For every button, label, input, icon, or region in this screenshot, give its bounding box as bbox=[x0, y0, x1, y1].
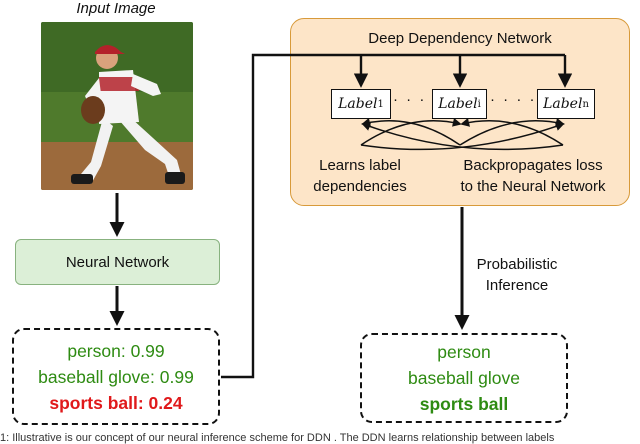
prediction-sports-ball: sports ball: 0.24 bbox=[49, 392, 183, 413]
input-photo bbox=[41, 22, 193, 190]
output-box: person baseball glove sports ball bbox=[360, 333, 568, 423]
output-sports-ball: sports ball bbox=[419, 394, 509, 414]
learns-line-1: Learns label bbox=[319, 157, 401, 174]
output-person: person bbox=[437, 342, 491, 362]
backprop-line-1: Backpropagates loss bbox=[463, 157, 603, 174]
learns-dependencies-text: Learns label dependencies bbox=[300, 155, 420, 197]
dots-left: · · · · bbox=[393, 91, 440, 108]
prediction-person: person: 0.99 bbox=[67, 340, 165, 361]
dots-right: · · · · bbox=[490, 91, 537, 108]
label-1-base: Label bbox=[338, 96, 378, 112]
inference-line-2: Inference bbox=[485, 277, 549, 294]
backpropagates-text: Backpropagates loss to the Neural Networ… bbox=[438, 155, 628, 197]
output-baseball-glove: baseball glove bbox=[408, 368, 520, 388]
label-i-base: Label bbox=[438, 96, 478, 112]
arrow-predictions-to-ddn bbox=[221, 53, 565, 379]
probabilistic-inference-text: Probabilistic Inference bbox=[462, 254, 572, 296]
predictions-box: person: 0.99 baseball glove: 0.99 sports… bbox=[12, 328, 220, 425]
neural-network-label: Neural Network bbox=[65, 253, 170, 271]
backprop-line-2: to the Neural Network bbox=[460, 178, 606, 195]
label-i-sub: i bbox=[477, 98, 481, 110]
label-1-sub: 1 bbox=[377, 98, 384, 110]
prediction-baseball-glove: baseball glove: 0.99 bbox=[38, 366, 194, 387]
neural-network-box: Neural Network bbox=[15, 239, 220, 285]
figure-caption: 1: Illustrative is our concept of our ne… bbox=[0, 432, 555, 444]
input-image-title: Input Image bbox=[76, 0, 156, 17]
inference-line-1: Probabilistic bbox=[476, 256, 558, 273]
learns-line-2: dependencies bbox=[313, 178, 407, 195]
ddn-title: Deep Dependency Network bbox=[368, 30, 552, 47]
label-n-sub: n bbox=[582, 98, 589, 110]
label-n-base: Label bbox=[543, 96, 583, 112]
